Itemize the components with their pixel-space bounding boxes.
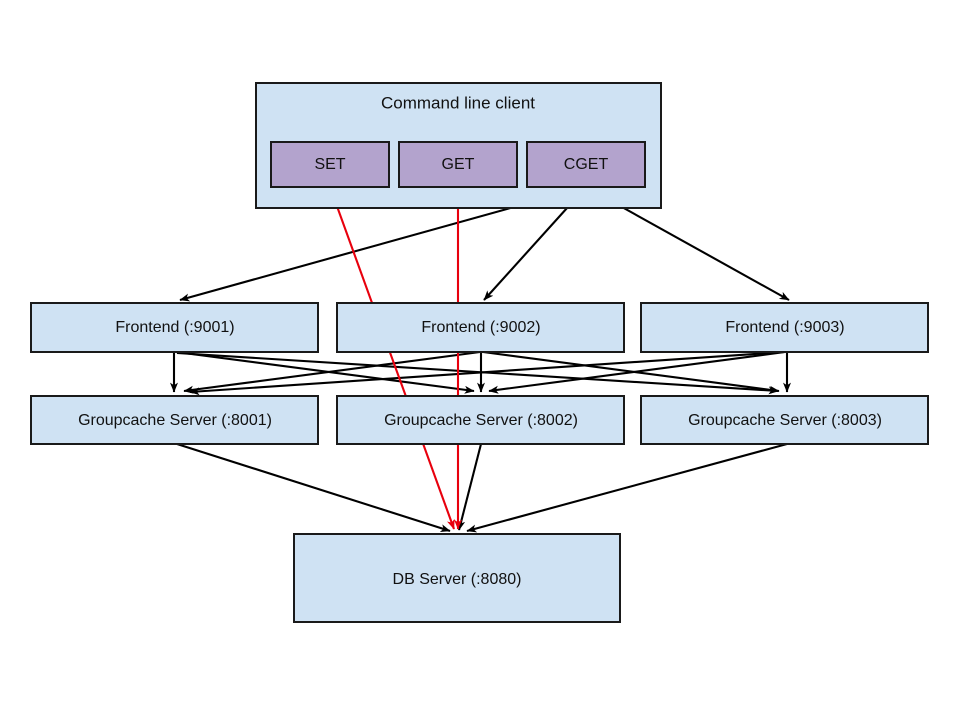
node-groupcache-8003[interactable]: Groupcache Server (:8003) — [640, 395, 929, 445]
db-server-label: DB Server (:8080) — [393, 571, 522, 588]
node-frontend-9002[interactable]: Frontend (:9002) — [336, 302, 625, 353]
node-frontend-9003[interactable]: Frontend (:9003) — [640, 302, 929, 353]
edge-frontend-9003-to-gc-8002 — [488, 350, 786, 394]
node-command-line-client[interactable]: Command line client SET GET CGET — [255, 82, 662, 209]
frontend-9002-label: Frontend (:9002) — [421, 319, 540, 336]
node-groupcache-8001[interactable]: Groupcache Server (:8001) — [30, 395, 319, 445]
groupcache-8001-box[interactable] — [30, 395, 319, 445]
frontend-9001-box[interactable] — [30, 302, 319, 353]
groupcache-8003-box[interactable] — [640, 395, 929, 445]
edges-frontend-9003-to-groupcache — [189, 350, 791, 396]
frontend-9002-box[interactable] — [336, 302, 625, 353]
db-server-box[interactable] — [293, 533, 621, 623]
groupcache-8002-label: Groupcache Server (:8002) — [384, 412, 578, 429]
command-button-get-label: GET — [442, 156, 475, 173]
edge-frontend-9002-to-gc-8001 — [183, 350, 481, 394]
command-button-set-label: SET — [314, 156, 345, 173]
command-line-client-label: Command line client — [381, 93, 535, 112]
groupcache-8002-box[interactable] — [336, 395, 625, 445]
edge-gc-8003-to-db — [466, 442, 788, 533]
groupcache-8003-label: Groupcache Server (:8003) — [688, 412, 882, 429]
command-button-cget-label: CGET — [564, 156, 609, 173]
frontend-9003-box[interactable] — [640, 302, 929, 353]
edges-groupcache-to-db — [176, 442, 788, 533]
frontend-9001-label: Frontend (:9001) — [115, 319, 234, 336]
edge-gc-8001-to-db — [176, 442, 451, 533]
groupcache-8001-label: Groupcache Server (:8001) — [78, 412, 272, 429]
command-button-get[interactable] — [398, 141, 518, 188]
frontend-9003-label: Frontend (:9003) — [725, 319, 844, 336]
command-button-cget[interactable] — [526, 141, 646, 188]
node-groupcache-8002[interactable]: Groupcache Server (:8002) — [336, 395, 625, 445]
node-frontend-9001[interactable]: Frontend (:9001) — [30, 302, 319, 353]
edge-frontend-9003-to-gc-8001 — [189, 350, 785, 396]
edges-client-commands-to-db — [329, 186, 462, 530]
command-button-set[interactable] — [270, 141, 390, 188]
edge-set-to-db — [329, 186, 455, 530]
node-db-server[interactable]: DB Server (:8080) — [293, 533, 621, 623]
edge-gc-8002-to-db — [457, 443, 483, 531]
